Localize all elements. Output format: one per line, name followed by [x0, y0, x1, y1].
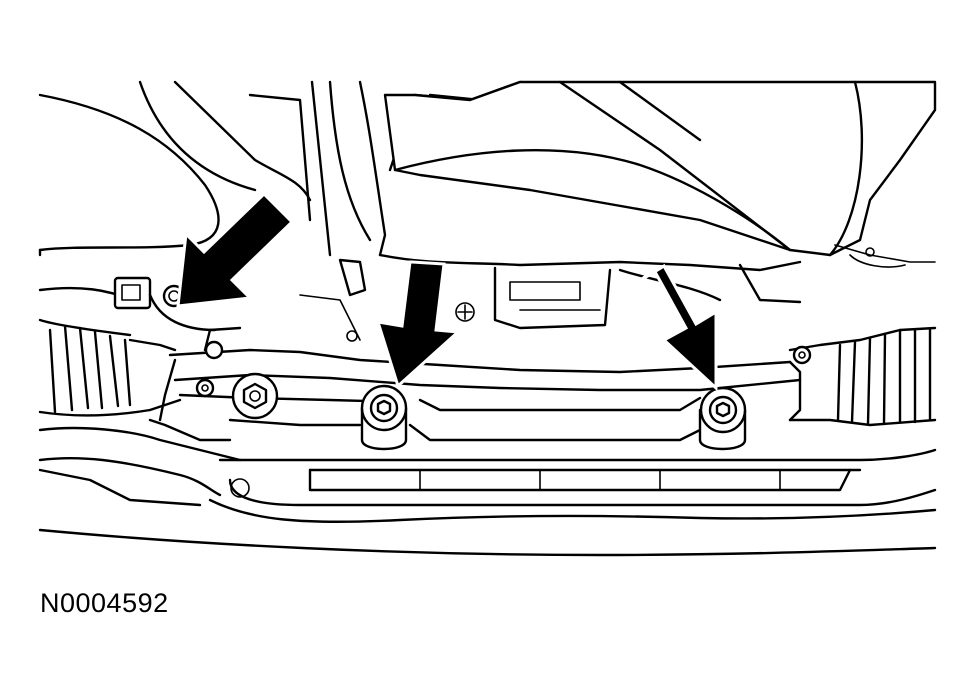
crossmember [38, 426, 937, 557]
steering-gear-bolt [698, 386, 747, 451]
right-tie-rod-boot [788, 326, 937, 427]
arrow-left-bolt [176, 191, 295, 308]
arrow-right-bolt [637, 263, 718, 392]
steering-gear-bolt [360, 384, 408, 451]
arrow-center-bolt [375, 260, 462, 389]
left-tie-rod-boot [38, 276, 217, 417]
steering-rack [148, 326, 802, 442]
engine-underbody [38, 80, 937, 268]
figure-id-label: N0004592 [40, 588, 169, 618]
transmission-housing [299, 253, 802, 342]
